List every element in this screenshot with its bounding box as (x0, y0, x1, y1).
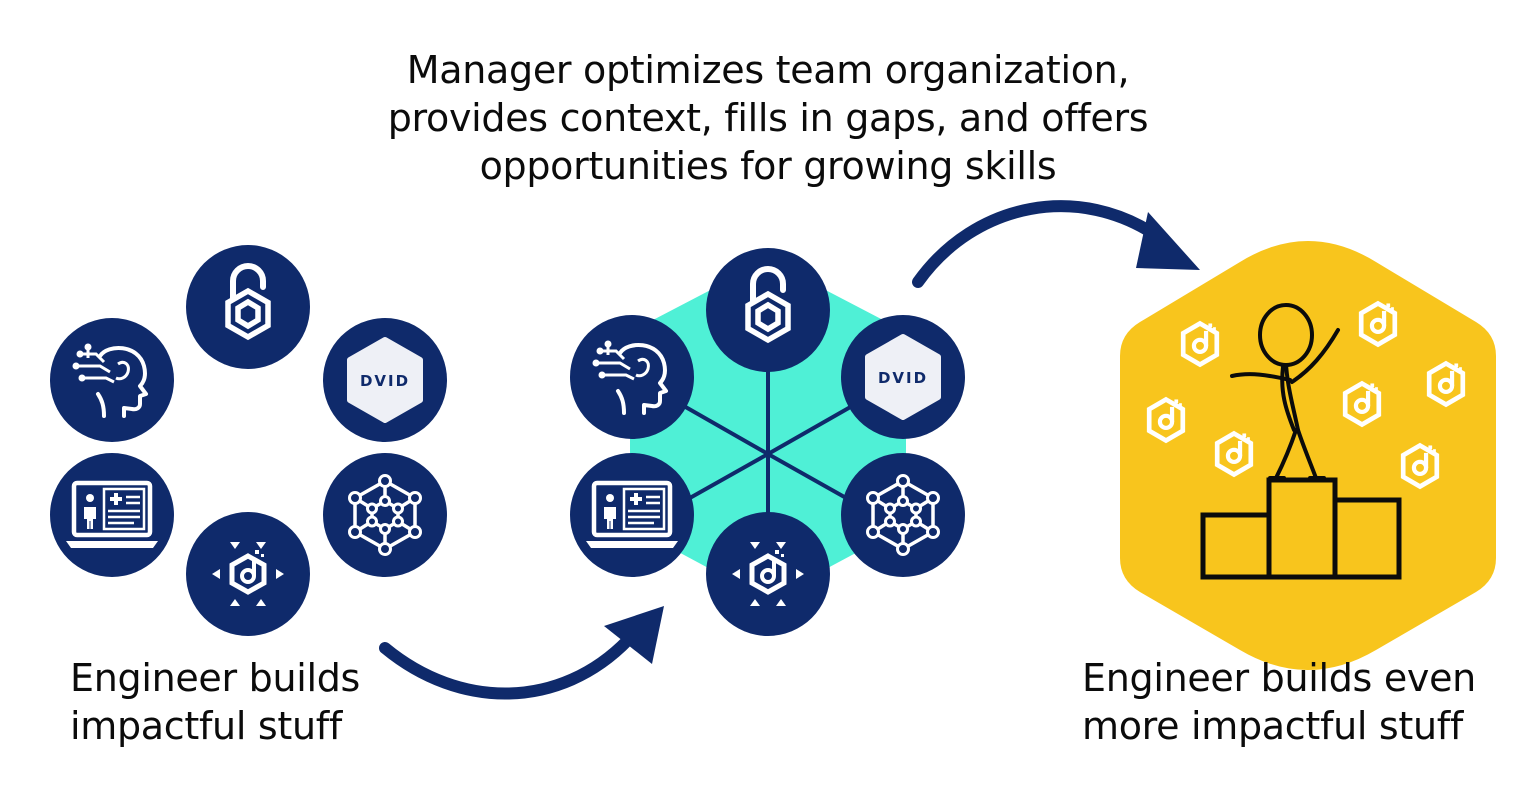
manager-caption-line-3: opportunities for growing skills (479, 144, 1057, 188)
laptop-medical-record-icon (570, 453, 694, 577)
engineer-before-caption: Engineer builds impactful stuff (70, 654, 360, 750)
left-cluster: DVID (50, 245, 447, 636)
engineer-after-line-2: more impactful stuff (1082, 704, 1463, 748)
hexagon-arrows-icon (706, 512, 830, 636)
engineer-before-line-2: impactful stuff (70, 704, 342, 748)
middle-cluster: DVID (570, 248, 965, 636)
stick-figure (1230, 303, 1340, 480)
molecule-network-icon (841, 453, 965, 577)
hexagon-arrows-icon (186, 512, 310, 636)
manager-caption: Manager optimizes team organization, pro… (300, 46, 1236, 190)
engineer-after-caption: Engineer builds even more impactful stuf… (1082, 654, 1476, 750)
unlock-hexagon-icon (186, 245, 310, 369)
curved-arrow-top (912, 200, 1200, 288)
unlock-hexagon-icon (706, 248, 830, 372)
engineer-before-line-1: Engineer builds (70, 656, 361, 700)
engineer-after-line-1: Engineer builds even (1082, 656, 1476, 700)
dvid-label: DVID (878, 369, 928, 387)
dvid-label: DVID (360, 372, 410, 390)
curved-arrow-bottom (379, 606, 664, 700)
podium (1200, 477, 1402, 580)
manager-caption-line-1: Manager optimizes team organization, (406, 48, 1130, 92)
molecule-network-icon (323, 453, 447, 577)
yellow-hexagon-group (1120, 241, 1496, 670)
manager-caption-line-2: provides context, fills in gaps, and off… (387, 96, 1149, 140)
laptop-medical-record-icon (50, 453, 174, 577)
